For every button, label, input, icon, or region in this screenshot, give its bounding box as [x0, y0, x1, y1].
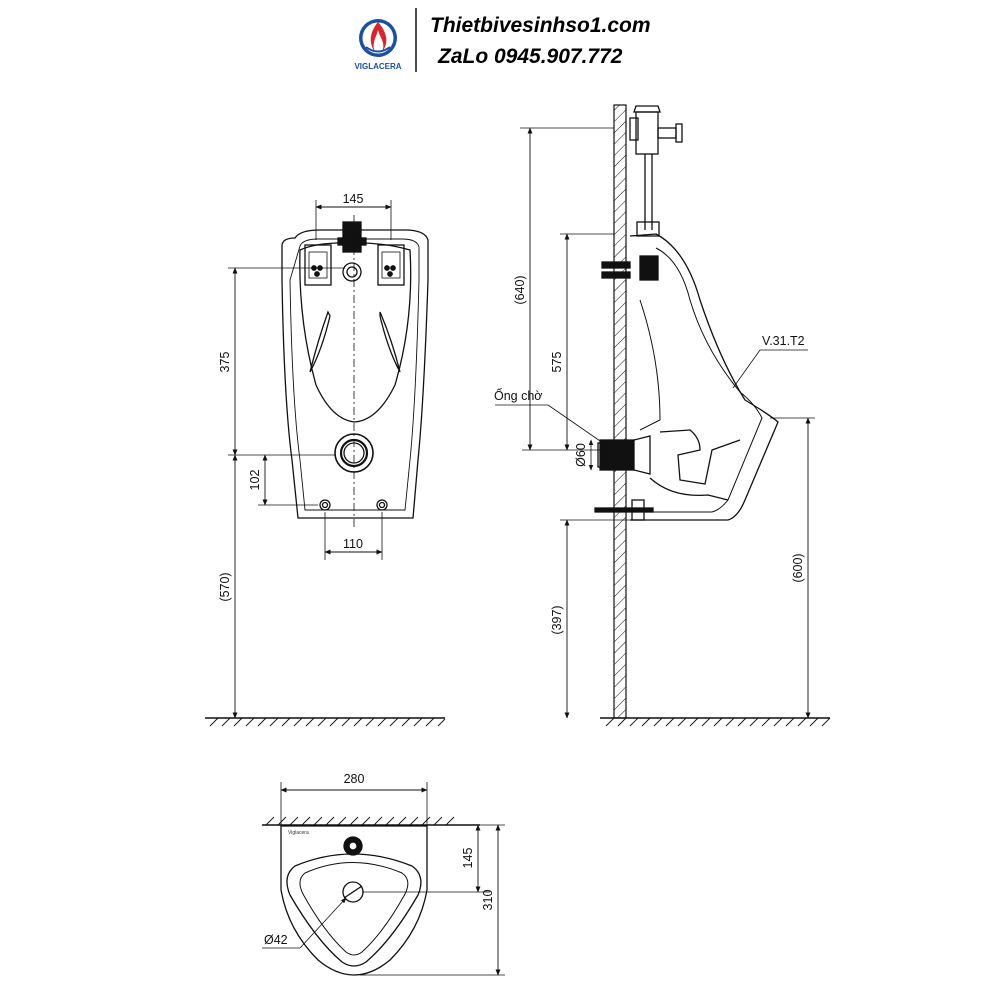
dim-front-outlet-mount: 102: [248, 470, 262, 491]
label-model: V.31.T2: [762, 334, 805, 348]
dim-side-total-height: (640): [513, 275, 527, 304]
flush-valve: [635, 111, 659, 155]
label-pipe-diameter: Ø60: [574, 443, 588, 467]
front-valve-left: [304, 244, 332, 286]
dim-front-floor-outlet: (570): [218, 572, 232, 601]
side-trap: [659, 429, 741, 485]
dim-top-total-depth: 310: [481, 890, 495, 911]
top-view: [262, 782, 505, 976]
front-mount-hole-left: [319, 499, 331, 511]
top-brand-mark: Viglacera: [288, 830, 309, 836]
dim-top-width: 280: [344, 772, 365, 786]
side-mount-bolt: [594, 507, 654, 513]
label-drain: Ø42: [264, 933, 288, 947]
dim-front-top-width: 145: [343, 192, 364, 206]
viglacera-logo-icon: [359, 19, 397, 57]
side-pipe-stub: [599, 439, 635, 471]
dim-side-inlet-outlet: 575: [550, 352, 564, 373]
top-bowl-outer: [286, 853, 422, 967]
side-view: [495, 104, 831, 727]
top-body-outline: [280, 825, 428, 976]
dim-front-inlet-height: 375: [218, 352, 232, 373]
front-body-outline: [281, 229, 429, 519]
front-mount-hole-right: [376, 499, 388, 511]
dim-top-inlet-depth: 145: [461, 848, 475, 869]
side-body-inner: [650, 247, 763, 513]
front-body-inner-outline: [289, 238, 420, 511]
top-bowl-inner: [299, 862, 409, 956]
front-fin-left: [309, 310, 331, 373]
header: VIGLACERA Thietbivesinhso1.com ZaLo 0945…: [354, 8, 651, 72]
label-pipe: Ống chờ: [494, 388, 543, 403]
wall: [613, 104, 627, 719]
website-text: Thietbivesinhso1.com: [430, 14, 651, 37]
dim-side-floor-lip: (600): [791, 553, 805, 582]
dim-side-floor-bottom: (397): [550, 605, 564, 634]
front-valve-right: [377, 244, 405, 286]
brand-name: VIGLACERA: [354, 62, 401, 71]
phone-text: ZaLo 0945.907.772: [437, 45, 623, 68]
front-view: [205, 200, 446, 727]
dim-front-mount-spacing: 110: [343, 537, 363, 551]
front-inlet: [342, 221, 362, 253]
front-fin-right: [379, 311, 401, 373]
